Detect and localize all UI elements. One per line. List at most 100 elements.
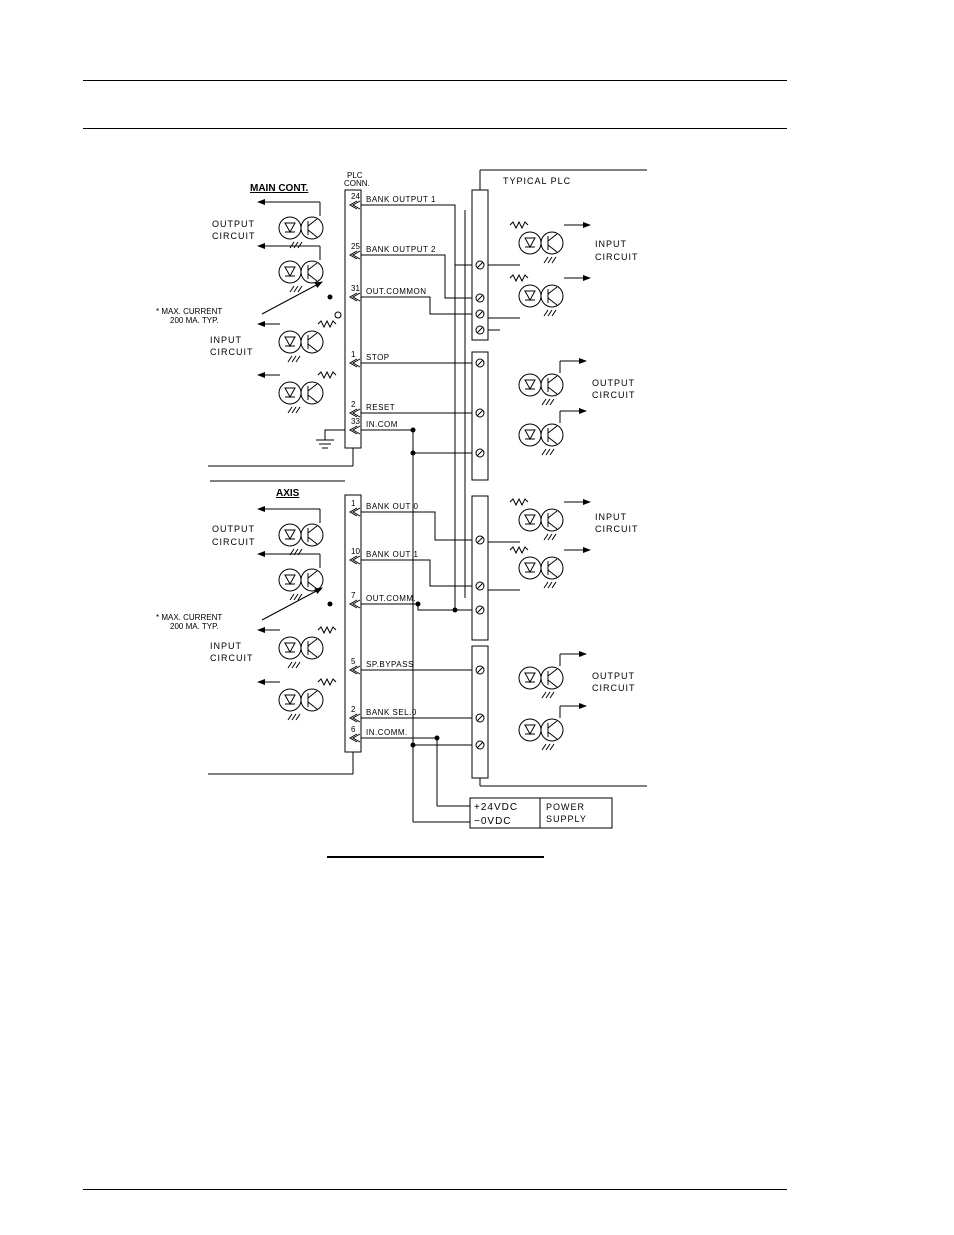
main-pin-signal: IN.COM xyxy=(366,420,398,429)
axis-pin-chevron xyxy=(348,665,361,675)
main-output-label-1: OUTPUT xyxy=(212,219,255,229)
left-input-opto-bjt xyxy=(307,383,318,403)
main-note-2: 200 MA. TYP. xyxy=(170,316,219,325)
plc-input-opto-diode xyxy=(524,237,536,249)
main-pin-signal: BANK OUTPUT 2 xyxy=(366,245,436,254)
left-input-opto-diode xyxy=(284,336,296,348)
ground-symbol xyxy=(543,256,557,264)
max-current-arrow xyxy=(261,587,323,621)
plc-output-opto-diode xyxy=(524,672,536,684)
left-output-opto-diode xyxy=(284,574,296,586)
plc-conn-header-1: PLC xyxy=(347,171,363,180)
left-input-opto-diode xyxy=(284,694,296,706)
max-current-arrow xyxy=(261,281,323,315)
plc-terminal-slash xyxy=(476,741,484,749)
resistor xyxy=(317,319,337,329)
ground-symbol xyxy=(543,533,557,541)
axis-pin-chevron xyxy=(348,713,361,723)
plc-output-opto-transistor xyxy=(540,666,564,690)
plc-input-opto-bjt xyxy=(547,286,558,306)
left-input-opto-led xyxy=(278,636,302,660)
ground-symbol xyxy=(543,581,557,589)
left-output-opto-diode xyxy=(284,266,296,278)
plc-terminal xyxy=(475,535,485,545)
main-note-1: * MAX. CURRENT xyxy=(156,307,222,316)
axis-pin-number: 5 xyxy=(351,657,356,666)
ps-terminal-24v: +24VDC xyxy=(474,802,518,813)
plc-input-label-1b: CIRCUIT xyxy=(595,252,639,262)
main-pin-number: 24 xyxy=(351,192,360,201)
plc-output-label-2a: OUTPUT xyxy=(592,671,635,681)
left-input-opto-bjt xyxy=(307,690,318,710)
plc-output-opto-diode xyxy=(524,429,536,441)
plc-strip-3 xyxy=(471,495,489,641)
plc-terminal xyxy=(475,309,485,319)
plc-input-opto-transistor xyxy=(540,508,564,532)
resistor xyxy=(317,677,337,687)
left-output-opto-led xyxy=(278,260,302,284)
axis-pin-signal: BANK OUT 1 xyxy=(366,550,418,559)
main-pin-signal: STOP xyxy=(366,353,390,362)
plc-output-opto-bjt xyxy=(547,668,558,688)
plc-terminal-slash xyxy=(476,359,484,367)
plc-input-opto-bjt xyxy=(547,558,558,578)
plc-output-label-2b: CIRCUIT xyxy=(592,683,636,693)
plc-terminal xyxy=(475,358,485,368)
axis-pin-number: 1 xyxy=(351,499,356,508)
left-input-opto-transistor xyxy=(300,688,324,712)
plc-input-label-2b: CIRCUIT xyxy=(595,524,639,534)
plc-input-opto-bjt xyxy=(547,233,558,253)
plc-terminal xyxy=(475,581,485,591)
plc-output-opto-diode xyxy=(524,379,536,391)
main-pin-chevron xyxy=(348,425,361,435)
axis-output-label-2: CIRCUIT xyxy=(212,537,256,547)
main-pin-number: 33 xyxy=(351,417,360,426)
left-output-opto-transistor xyxy=(300,260,324,284)
ground-symbol xyxy=(541,448,555,456)
main-pin-number: 2 xyxy=(351,400,356,409)
plc-input-opto-diode xyxy=(524,514,536,526)
ground-symbol xyxy=(541,743,555,751)
left-output-opto-bjt xyxy=(307,525,318,545)
axis-pin-chevron xyxy=(348,733,361,743)
left-input-opto-diode xyxy=(284,387,296,399)
left-input-opto-led xyxy=(278,688,302,712)
plc-terminal xyxy=(475,605,485,615)
figure-caption-line xyxy=(327,856,544,858)
main-pin-signal: BANK OUTPUT 1 xyxy=(366,195,436,204)
main-pin-number: 25 xyxy=(351,242,360,251)
plc-terminal-slash xyxy=(476,714,484,722)
plc-input-label-1a: INPUT xyxy=(595,239,627,249)
plc-output-opto-transistor xyxy=(540,718,564,742)
plc-conn-header-2: CONN. xyxy=(344,179,370,188)
plc-input-opto-led xyxy=(518,556,542,580)
ps-label-2: SUPPLY xyxy=(546,814,587,824)
axis-output-label-1: OUTPUT xyxy=(212,524,255,534)
plc-terminal-slash xyxy=(476,536,484,544)
left-input-opto-transistor xyxy=(300,636,324,660)
axis-pin-chevron xyxy=(348,599,361,609)
main-pin-chevron xyxy=(348,292,361,302)
ground-symbol xyxy=(543,309,557,317)
plc-output-opto-led xyxy=(518,373,542,397)
plc-title: TYPICAL PLC xyxy=(503,176,571,186)
plc-output-label-1b: CIRCUIT xyxy=(592,390,636,400)
axis-pin-chevron xyxy=(348,507,361,517)
ps-label-1: POWER xyxy=(546,802,585,812)
axis-pin-number: 10 xyxy=(351,547,360,556)
plc-input-opto-led xyxy=(518,284,542,308)
axis-pin-signal: BANK SEL.0 xyxy=(366,708,417,717)
plc-terminal xyxy=(475,665,485,675)
left-input-opto-led xyxy=(278,381,302,405)
plc-terminal-slash xyxy=(476,666,484,674)
plc-terminal-slash xyxy=(476,310,484,318)
plc-output-opto-bjt xyxy=(547,375,558,395)
plc-terminal xyxy=(475,293,485,303)
resistor xyxy=(509,273,529,283)
left-output-opto-diode xyxy=(284,529,296,541)
ps-terminal-0v: −0VDC xyxy=(474,816,512,827)
plc-terminal xyxy=(475,325,485,335)
plc-output-opto-led xyxy=(518,666,542,690)
plc-terminal-slash xyxy=(476,261,484,269)
left-output-opto-transistor xyxy=(300,568,324,592)
